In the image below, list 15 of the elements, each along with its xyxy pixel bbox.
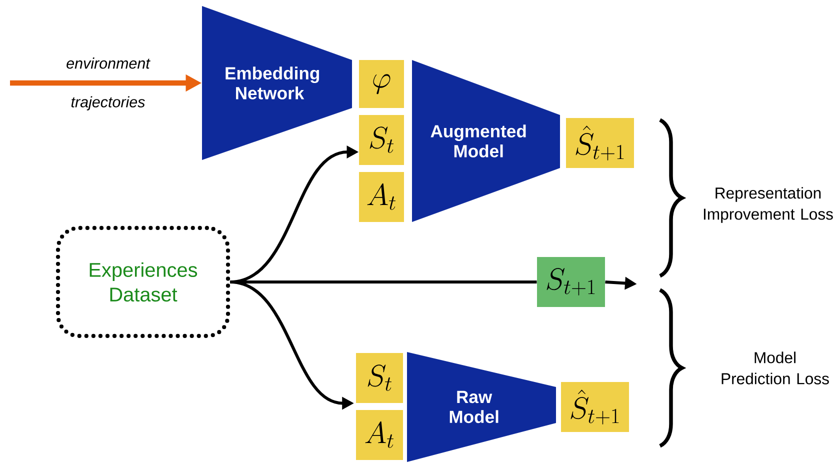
loss-label: Representation Improvement Loss: [704, 187, 833, 223]
variable-box: $A_t$: [356, 410, 403, 460]
variable-box: $S_t$: [356, 352, 403, 403]
network-trapezoid: Augmented Model: [412, 60, 560, 222]
variable-box: $\varphi$: [359, 60, 404, 108]
variable-box: $S_{t+1}$: [537, 257, 605, 307]
variable-box: $\hat{S}_{t+1}$: [561, 382, 629, 432]
variable-box: $A_t$: [359, 172, 404, 222]
variable-box: $S_t$: [359, 115, 404, 165]
network-trapezoid: Embedding Network: [202, 6, 352, 160]
dataset-box: Experiences Dataset: [56, 226, 230, 338]
network-trapezoid: Raw Model: [407, 352, 556, 462]
variable-box: $\hat{S}_{t+1}$: [566, 118, 634, 168]
edge-label: environment trajectories: [66, 58, 150, 110]
loss-label: Model Prediction Loss: [722, 352, 829, 384]
